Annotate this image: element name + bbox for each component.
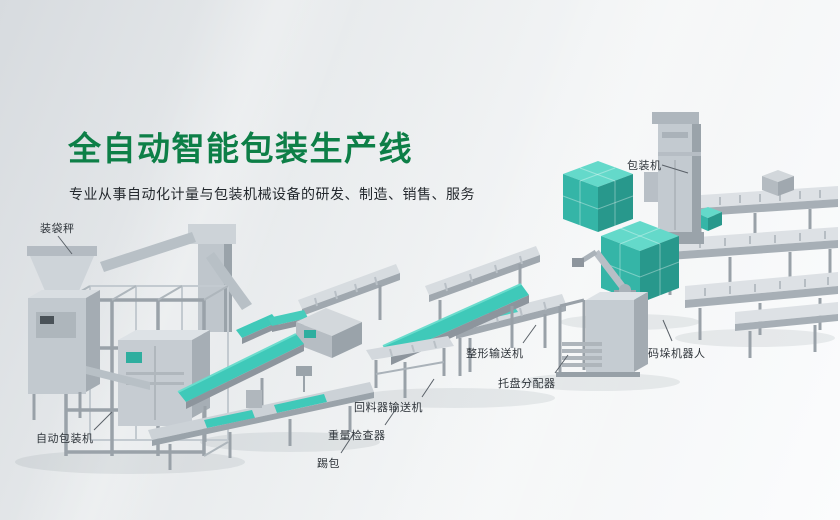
label-packing-machine: 包装机: [627, 160, 662, 172]
floor-shadows: [15, 314, 835, 474]
curve-conveyor-section: [236, 308, 362, 358]
label-return-feeder-conveyor: 回料器输送机: [354, 402, 423, 414]
incline-belt-conveyor-left: [177, 333, 304, 442]
label-palletizing-robot: 码垛机器人: [648, 348, 706, 360]
page-title: 全自动智能包装生产线: [68, 130, 413, 167]
finished-goods-stack-lower: [600, 221, 680, 303]
return-feeder-conveyor-table: [366, 336, 454, 388]
finished-goods-stack-upper: [562, 161, 634, 232]
label-bagging-scale: 装袋秤: [40, 223, 75, 235]
label-weight-checker: 重量检查器: [328, 430, 386, 442]
label-pallet-dispenser: 托盘分配器: [498, 378, 556, 390]
packing-machine-tower: [644, 112, 704, 244]
label-kick-bag: 踢包: [317, 458, 340, 470]
bottom-conveyor-line: [148, 366, 374, 470]
bagging-scale-machine: [27, 246, 150, 420]
label-shaping-conveyor: 整形输送机: [466, 348, 524, 360]
callout-lines: [57, 164, 689, 454]
pallet-dispenser-machine: [556, 292, 648, 377]
output-conveyor-4: [735, 302, 838, 358]
bucket-elevator: [100, 224, 252, 332]
label-auto-packing-machine: 自动包装机: [36, 433, 94, 445]
page-subtitle: 专业从事自动化计量与包装机械设备的研发、制造、销售、服务: [69, 186, 475, 202]
